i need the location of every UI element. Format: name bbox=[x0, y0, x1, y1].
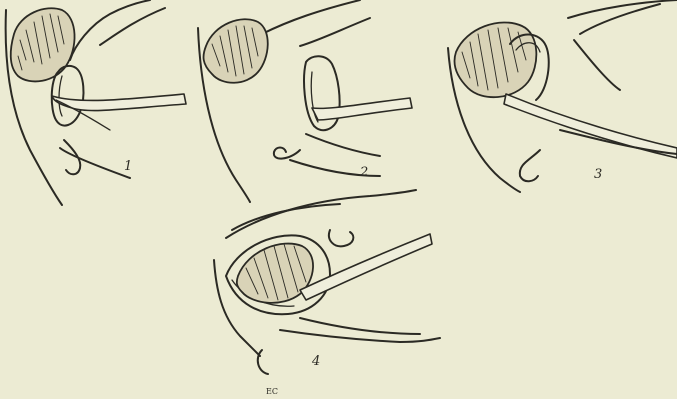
figure-1: 1 bbox=[6, 0, 186, 205]
figure-number-3: 3 bbox=[594, 167, 602, 182]
figure-4: 4 EC bbox=[214, 190, 440, 396]
figure-number-1: 1 bbox=[124, 159, 132, 174]
figure-number-2: 2 bbox=[359, 165, 368, 180]
figure-2: 2 bbox=[198, 0, 412, 202]
signature: EC bbox=[266, 387, 278, 396]
gland-shape bbox=[455, 22, 537, 97]
figure-number-4: 4 bbox=[311, 354, 320, 369]
figure-3: 3 bbox=[448, 0, 677, 192]
